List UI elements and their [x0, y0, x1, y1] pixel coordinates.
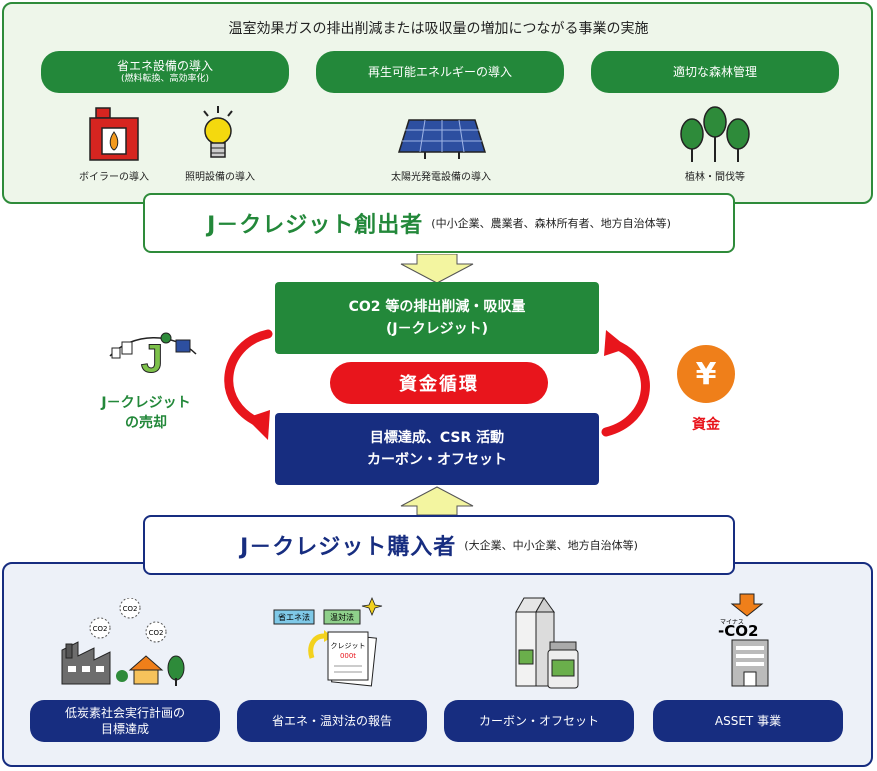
- pill-asset-label: ASSET 事業: [714, 713, 782, 728]
- pill-energy-report: 省エネ・温対法の報告: [237, 700, 427, 742]
- asset-building-icon: マイナス -CO2: [718, 593, 769, 687]
- solar-panel-icon: [397, 119, 487, 159]
- co2-text-3: CO2: [149, 629, 164, 637]
- goal-line1: 目標達成、CSR 活動: [369, 429, 505, 446]
- pill-energy-saving-label: 省エネ設備の導入: [116, 58, 213, 73]
- sale-label: J－クレジット の売却: [76, 394, 216, 433]
- credit-line2: (J－クレジット): [385, 321, 488, 337]
- pill-energy-report-label: 省エネ・温対法の報告: [271, 713, 392, 728]
- pill-renewable: 再生可能エネルギーの導入: [316, 51, 564, 93]
- j-credit-logo-icon: J: [109, 332, 197, 382]
- j-letter: J: [141, 337, 163, 381]
- goal-line2: カーボン・オフセット: [367, 452, 507, 468]
- up-arrow-icon: [400, 486, 474, 516]
- creator-title: J－クレジット創出者: [207, 213, 424, 238]
- buyer-note: (大企業、中小企業、地方自治体等): [464, 539, 638, 552]
- top-panel: [2, 2, 873, 204]
- factory-icon: CO2 CO2 CO2: [61, 598, 185, 686]
- report-documents-icon: 省エネ法 温対法 クレジット 000t: [273, 596, 383, 687]
- boiler-label: ボイラーの導入: [79, 172, 149, 183]
- pill-renewable-label: 再生可能エネルギーの導入: [367, 64, 512, 79]
- fund-cycle-pill: 資金循環: [330, 362, 548, 404]
- solar-label: 太陽光発電設備の導入: [391, 172, 491, 183]
- right-arrowhead-icon: [604, 330, 628, 356]
- sale-line2: の売却: [125, 414, 167, 431]
- doc1-text: 省エネ法: [278, 612, 310, 622]
- pill-carbon-offset-label: カーボン・オフセット: [478, 713, 599, 728]
- down-arrow-icon: [400, 254, 474, 284]
- funds-label: 資金: [692, 417, 720, 433]
- paper-line1: クレジット: [331, 642, 366, 650]
- co2-text-1: CO2: [123, 605, 138, 613]
- forest-label: 植林・間伐等: [685, 172, 745, 183]
- light-label: 照明設備の導入: [185, 172, 255, 183]
- pill-energy-saving-sub: (燃料転換、高効率化): [120, 73, 210, 84]
- goal-box: 目標達成、CSR 活動 カーボン・オフセット: [275, 413, 599, 485]
- minus-caption: マイナス: [720, 619, 744, 626]
- credit-box: CO2 等の排出削減・吸収量 (J－クレジット): [275, 282, 599, 354]
- top-title: 温室効果ガスの排出削減または吸収量の増加につながる事業の実施: [228, 21, 649, 37]
- pill-low-carbon-line1: 低炭素社会実行計画の: [64, 705, 185, 720]
- milk-carton-icon: [515, 597, 579, 689]
- pill-asset: ASSET 事業: [653, 700, 843, 742]
- trees-icon: [680, 106, 750, 162]
- minus-co2-text: -CO2: [718, 622, 758, 640]
- creator-note: (中小企業、農業者、森林所有者、地方自治体等): [431, 217, 671, 230]
- boiler-icon: [89, 107, 139, 161]
- doc2-text: 温対法: [330, 612, 354, 622]
- buyer-title: J－クレジット購入者: [240, 535, 457, 560]
- sale-line1: J－クレジット: [101, 395, 191, 411]
- pill-forest: 適切な森林管理: [591, 51, 839, 93]
- buyer-box: J－クレジット購入者 (大企業、中小企業、地方自治体等): [143, 515, 735, 575]
- pill-low-carbon-line2: 目標達成: [100, 722, 149, 736]
- creator-box: J－クレジット創出者 (中小企業、農業者、森林所有者、地方自治体等): [143, 193, 735, 253]
- co2-text-2: CO2: [93, 625, 108, 633]
- paper-line2: 000t: [340, 652, 356, 660]
- pill-energy-saving: 省エネ設備の導入 (燃料転換、高効率化): [41, 51, 289, 93]
- credit-line1: CO2 等の排出削減・吸収量: [348, 298, 526, 315]
- pill-low-carbon-plan: 低炭素社会実行計画の 目標達成: [30, 700, 220, 742]
- light-bulb-icon: [203, 106, 233, 158]
- pill-forest-label: 適切な森林管理: [672, 64, 757, 79]
- pill-carbon-offset: カーボン・オフセット: [444, 700, 634, 742]
- left-arrowhead-icon: [246, 410, 270, 440]
- yen-icon: ¥: [677, 345, 735, 403]
